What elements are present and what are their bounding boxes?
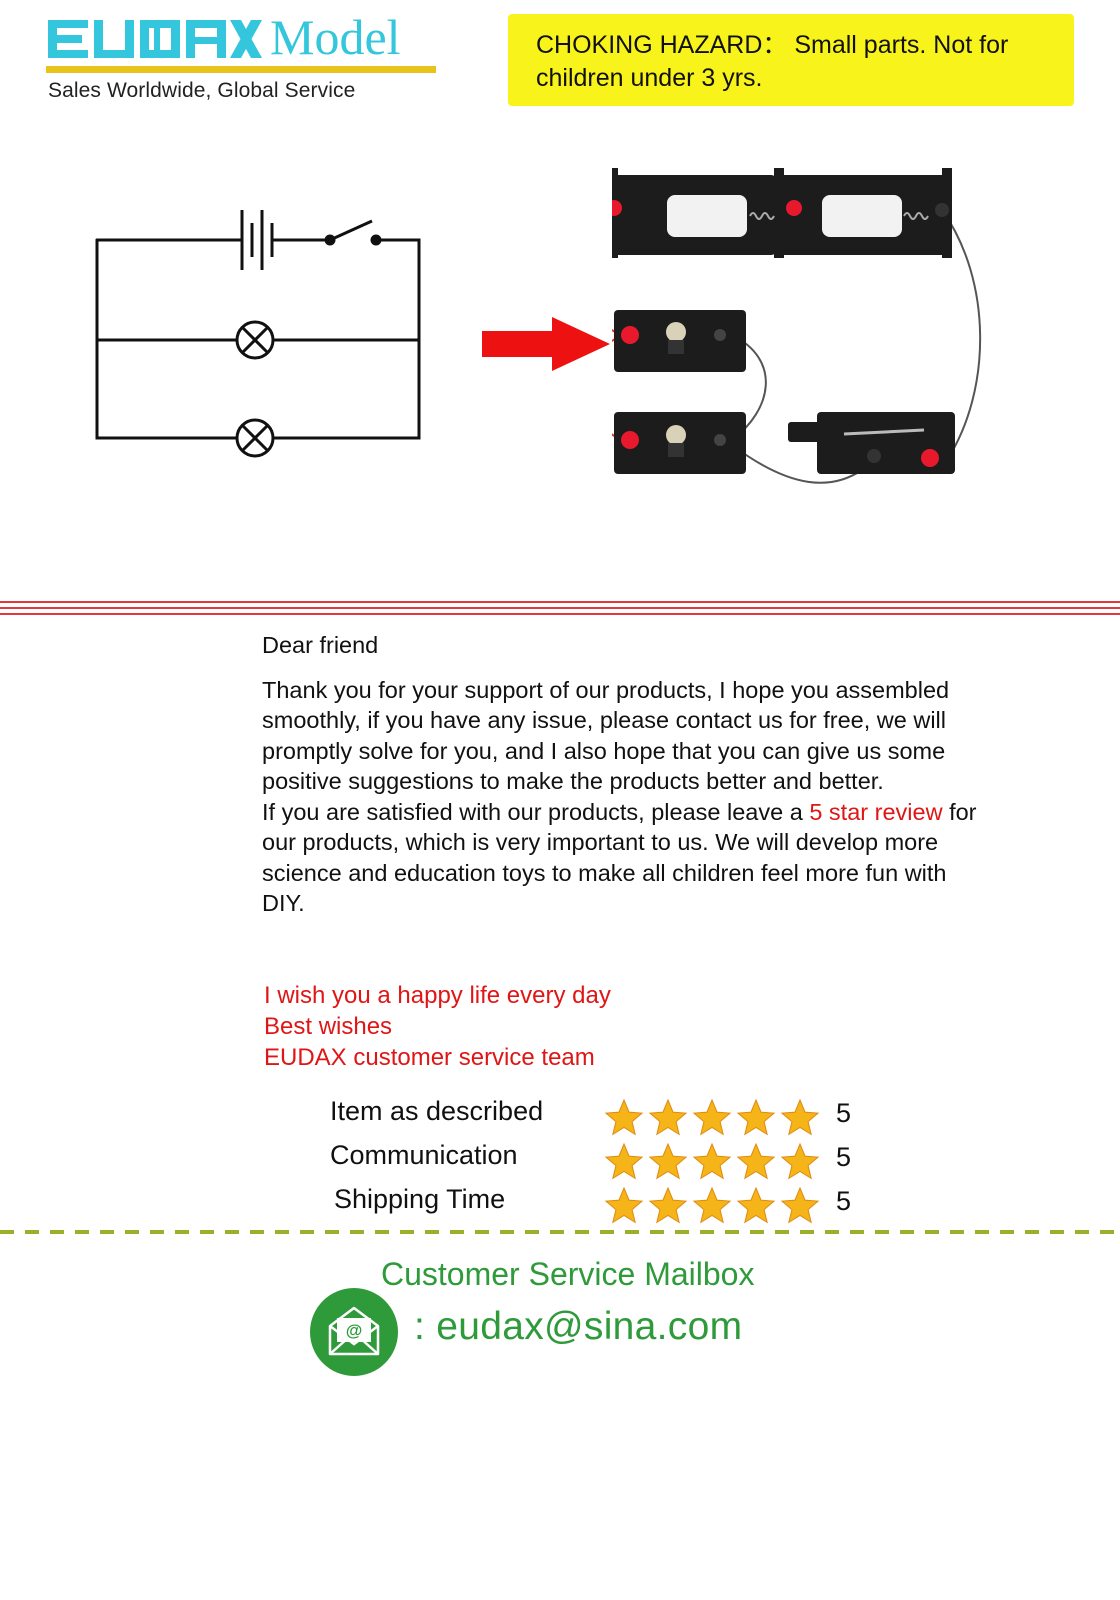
star-icon xyxy=(604,1186,644,1224)
bulb-board xyxy=(614,412,746,474)
rating-label-communication: Communication xyxy=(330,1140,518,1170)
star-icon xyxy=(780,1142,820,1180)
red-divider xyxy=(0,601,1120,615)
circuit-kit-illustration xyxy=(612,168,982,484)
five-star-review-highlight: 5 star review xyxy=(809,798,943,825)
thank-you-letter: Dear friend Thank you for your support o… xyxy=(262,630,982,919)
mail-envelope-icon: @ xyxy=(310,1288,398,1376)
paragraph-2-tail: for our products, which is very importan… xyxy=(262,798,977,917)
closing-best-wishes: Best wishes xyxy=(264,1013,393,1040)
bulb-board xyxy=(614,310,746,372)
tagline: Sales Worldwide, Global Service xyxy=(48,79,356,102)
star-icon xyxy=(692,1186,732,1224)
star-icon xyxy=(648,1186,688,1224)
switch-symbol-icon xyxy=(324,219,382,246)
letter-paragraph-2: If you are satisfied with our products, … xyxy=(262,797,982,919)
rating-score: 5 xyxy=(836,1098,852,1128)
rating-label-item-as-described: Item as described xyxy=(330,1096,544,1126)
paragraph-2-lead: If you are satisfied with our products, … xyxy=(262,798,810,825)
choking-hazard-warning: CHOKING HAZARD： Small parts. Not for chi… xyxy=(508,14,1074,106)
dashed-divider xyxy=(0,1230,1120,1234)
star-icon xyxy=(736,1142,776,1180)
rating-label-shipping-time: Shipping Time xyxy=(334,1184,506,1214)
star-icon xyxy=(648,1142,688,1180)
star-icon xyxy=(648,1098,688,1136)
rating-score: 5 xyxy=(836,1186,852,1216)
logo-underline xyxy=(46,66,436,73)
star-icon xyxy=(604,1142,644,1180)
letter-paragraph-1: Thank you for your support of our produc… xyxy=(262,676,950,795)
star-icon xyxy=(780,1186,820,1224)
greeting: Dear friend xyxy=(262,632,379,658)
parallel-circuit-schematic xyxy=(95,210,421,458)
closing-signature: EUDAX customer service team xyxy=(264,1044,595,1071)
rating-stars xyxy=(604,1098,820,1136)
logo-model-text: Model xyxy=(270,9,401,65)
at-sign-glyph: @ xyxy=(346,1321,363,1340)
battery-symbol-icon xyxy=(240,210,274,270)
star-icon xyxy=(692,1098,732,1136)
customer-service-email-link[interactable]: : eudax@sina.com xyxy=(414,1305,743,1348)
switch-board xyxy=(788,412,955,474)
rating-score: 5 xyxy=(836,1142,852,1172)
letter-closing: I wish you a happy life every day Best w… xyxy=(264,980,611,1073)
lamp-symbol-icon xyxy=(235,320,275,360)
rating-stars xyxy=(604,1186,820,1224)
lamp-symbol-icon xyxy=(235,418,275,458)
star-icon xyxy=(780,1098,820,1136)
star-icon xyxy=(692,1142,732,1180)
rating-stars xyxy=(604,1142,820,1180)
star-icon xyxy=(736,1098,776,1136)
star-icon xyxy=(604,1098,644,1136)
red-arrow-icon xyxy=(482,317,610,371)
eudax-logo: Model xyxy=(48,9,401,65)
customer-service-mailbox-title: Customer Service Mailbox xyxy=(381,1256,755,1292)
closing-wish: I wish you a happy life every day xyxy=(264,982,611,1009)
star-icon xyxy=(736,1186,776,1224)
